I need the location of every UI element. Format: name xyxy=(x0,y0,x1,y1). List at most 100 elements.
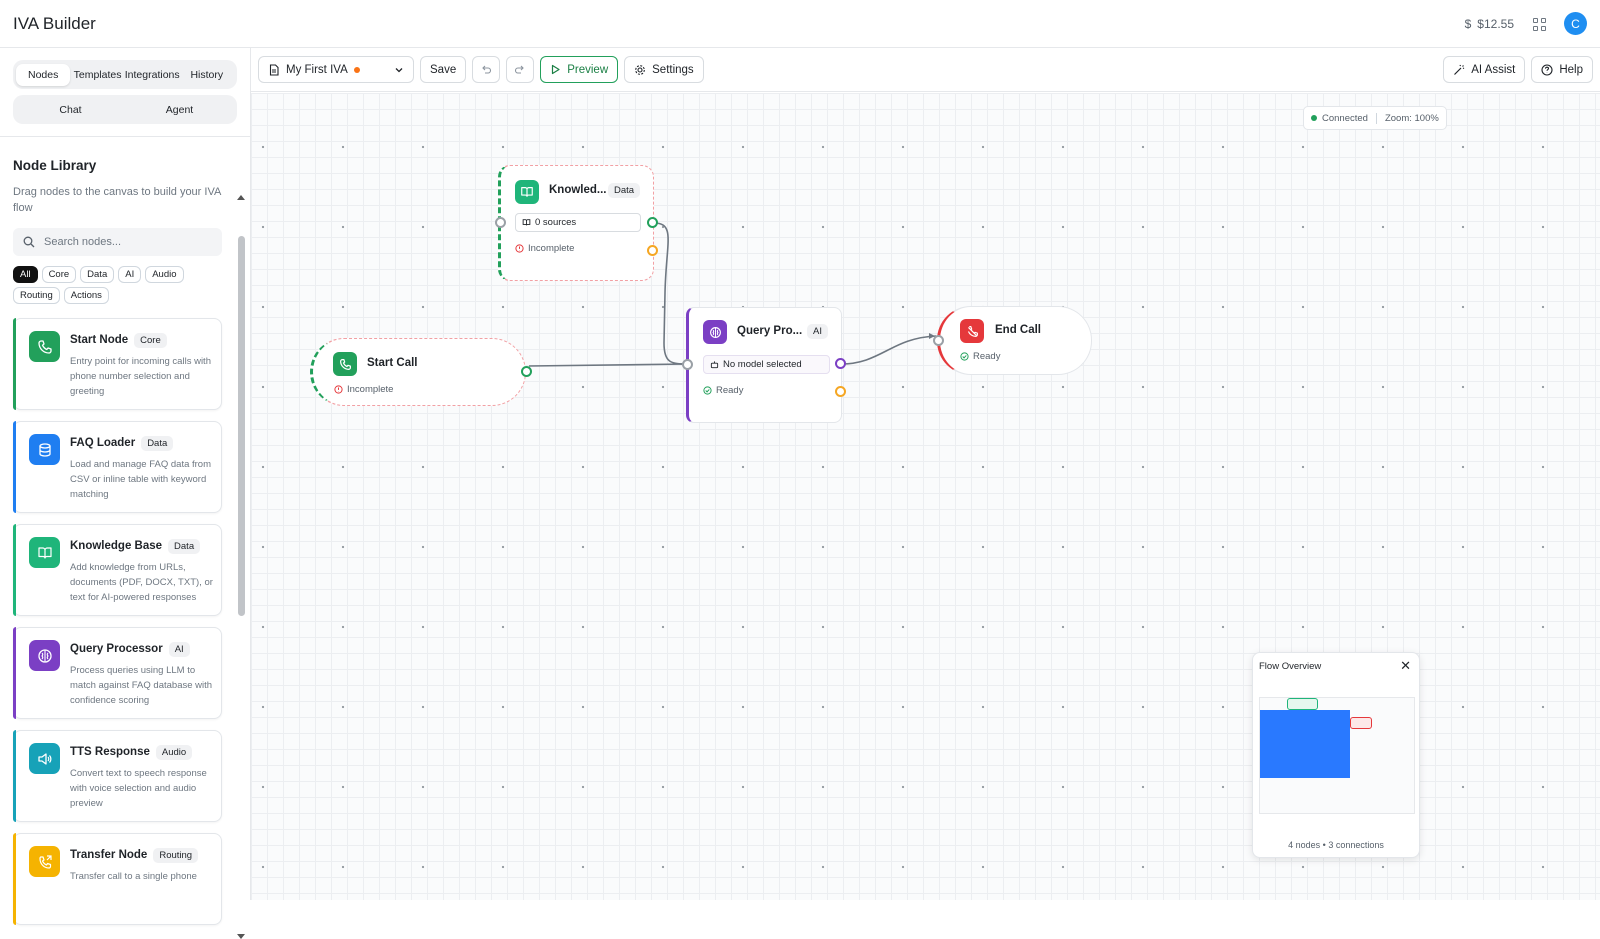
robot-icon xyxy=(710,361,719,369)
card-description: Load and manage FAQ data from CSV or inl… xyxy=(70,459,212,500)
minimap-viewport[interactable] xyxy=(1260,710,1350,778)
tab-nodes[interactable]: Nodes xyxy=(16,63,71,86)
chevron-down-icon xyxy=(395,67,403,72)
filter-routing[interactable]: Routing xyxy=(13,287,60,304)
flow-canvas[interactable]: Connected Zoom: 100% Knowled... Data 0 s… xyxy=(251,93,1600,900)
filter-actions[interactable]: Actions xyxy=(63,287,109,304)
filter-core[interactable]: Core xyxy=(41,266,77,283)
sidebar-scrollbar[interactable] xyxy=(237,195,245,939)
tab-chat[interactable]: Chat xyxy=(59,103,82,116)
node-query-processor[interactable]: Query Pro... AI No model selected Ready xyxy=(686,307,842,423)
node-badge: AI xyxy=(807,324,828,339)
card-description: Convert text to speech response with voi… xyxy=(70,768,207,809)
preview-button[interactable]: Preview xyxy=(540,56,619,83)
help-button[interactable]: Help xyxy=(1531,56,1593,83)
node-status-text: Ready xyxy=(716,385,744,396)
iva-name: My First IVA xyxy=(286,63,348,76)
scroll-up-icon[interactable] xyxy=(237,195,245,200)
node-start-call[interactable]: Start Call Incomplete xyxy=(310,338,526,406)
minimap[interactable] xyxy=(1259,697,1415,814)
node-title: Query Pro... xyxy=(737,325,803,337)
phone-icon xyxy=(29,331,60,362)
node-output-port[interactable] xyxy=(647,217,658,228)
sidebar-divider xyxy=(0,136,250,137)
filter-chips: All Core Data AI Audio Routing Actions xyxy=(13,266,228,304)
connections-layer xyxy=(528,222,937,367)
sidebar: Nodes Templates Integrations History Cha… xyxy=(0,48,251,939)
undo-button[interactable] xyxy=(472,56,501,83)
node-output-port[interactable] xyxy=(835,358,846,369)
card-description: Transfer call to a single phone xyxy=(70,871,197,882)
tab-integrations[interactable]: Integrations xyxy=(124,68,180,81)
flow-overview-panel: Flow Overview ✕ 4 nodes • 3 connections xyxy=(1252,652,1420,858)
model-select[interactable]: No model selected xyxy=(703,355,830,374)
settings-button[interactable]: Settings xyxy=(624,56,704,83)
redo-button[interactable] xyxy=(506,56,535,83)
library-card-faq-loader[interactable]: FAQ Loader Data Load and manage FAQ data … xyxy=(13,421,222,513)
card-badge: Core xyxy=(134,333,167,348)
card-name: Knowledge Base xyxy=(70,540,163,552)
book-icon xyxy=(29,537,60,568)
scroll-thumb[interactable] xyxy=(238,236,245,616)
connection-knowledge-query xyxy=(653,222,689,365)
node-input-port[interactable] xyxy=(495,217,506,228)
apps-grid-icon[interactable] xyxy=(1530,15,1548,33)
card-badge: Data xyxy=(141,436,174,451)
node-title: Start Call xyxy=(367,357,418,369)
sources-field[interactable]: 0 sources xyxy=(515,213,641,232)
library-description: Drag nodes to the canvas to build your I… xyxy=(13,186,221,214)
library-title: Node Library xyxy=(13,158,97,173)
card-description: Add knowledge from URLs, documents (PDF,… xyxy=(70,562,213,603)
node-input-port[interactable] xyxy=(682,359,693,370)
document-icon xyxy=(269,63,279,76)
node-knowledge-base[interactable]: Knowled... Data 0 sources Incomplete xyxy=(498,165,654,281)
node-status: Ready xyxy=(960,351,1000,362)
node-end-call[interactable]: End Call Ready xyxy=(937,306,1092,375)
search-icon xyxy=(23,236,35,248)
overview-summary: 4 nodes • 3 connections xyxy=(1288,840,1384,850)
check-circle-icon xyxy=(960,352,969,361)
card-name: FAQ Loader xyxy=(70,437,136,449)
preview-label: Preview xyxy=(567,63,609,76)
balance-value: $12.55 xyxy=(1477,16,1514,31)
card-name: Transfer Node xyxy=(70,849,148,861)
save-button[interactable]: Save xyxy=(420,56,467,83)
scroll-down-icon[interactable] xyxy=(237,934,245,939)
node-input-port[interactable] xyxy=(933,335,944,346)
search-input[interactable] xyxy=(44,236,204,248)
canvas-toolbar: My First IVA Save Preview Settings AI As… xyxy=(251,48,1600,92)
node-status-text: Incomplete xyxy=(347,384,394,395)
balance-display[interactable]: $ $12.55 xyxy=(1465,17,1514,31)
node-title: End Call xyxy=(995,324,1042,336)
model-value: No model selected xyxy=(723,359,802,370)
search-box[interactable] xyxy=(13,228,222,256)
node-error-port[interactable] xyxy=(835,386,846,397)
alert-icon xyxy=(334,385,343,394)
phone-hangup-icon xyxy=(960,319,984,343)
iva-selector[interactable]: My First IVA xyxy=(258,56,414,83)
filter-all[interactable]: All xyxy=(13,266,38,283)
settings-label: Settings xyxy=(652,63,694,76)
ai-assist-button[interactable]: AI Assist xyxy=(1443,56,1526,83)
tab-templates[interactable]: Templates xyxy=(73,68,122,81)
database-icon xyxy=(29,434,60,465)
library-card-knowledge-base[interactable]: Knowledge Base Data Add knowledge from UR… xyxy=(13,524,222,616)
node-output-port[interactable] xyxy=(521,366,532,377)
tab-history[interactable]: History xyxy=(190,68,224,81)
redo-icon xyxy=(515,65,524,74)
avatar[interactable]: C xyxy=(1564,12,1587,35)
tab-agent[interactable]: Agent xyxy=(165,103,194,116)
close-icon[interactable]: ✕ xyxy=(1400,658,1411,673)
card-name: Start Node xyxy=(70,334,129,346)
node-status-text: Incomplete xyxy=(528,243,575,254)
filter-ai[interactable]: AI xyxy=(118,266,142,283)
filter-data[interactable]: Data xyxy=(80,266,115,283)
node-error-port[interactable] xyxy=(647,245,658,256)
card-badge: Data xyxy=(168,539,201,554)
filter-audio[interactable]: Audio xyxy=(145,266,184,283)
